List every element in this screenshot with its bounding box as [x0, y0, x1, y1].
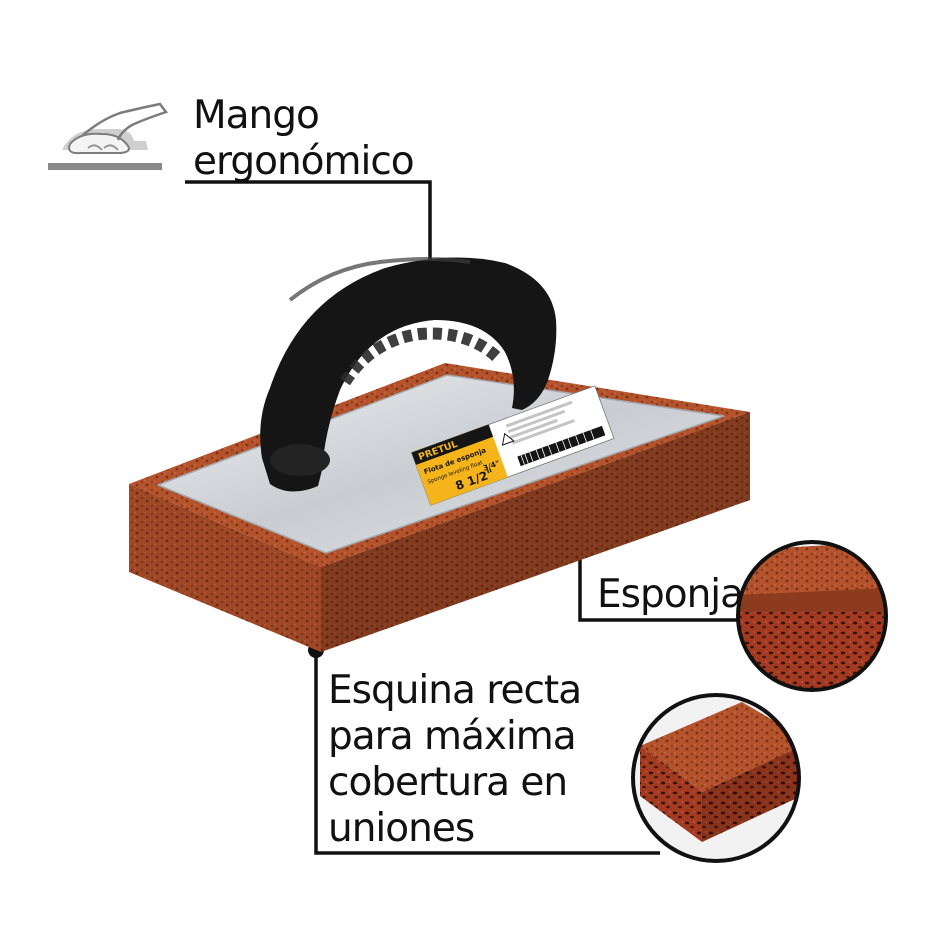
callout-handle-line-2: ergonómico [193, 139, 415, 184]
sponge-float-product: PRETUL Flota de esponja Sponge leveling … [129, 257, 750, 652]
ergonomic-handle [260, 257, 557, 492]
callout-handle: Mango ergonómico [193, 93, 415, 185]
callout-corner-line-2: para máxima [328, 714, 577, 759]
hand-grip-icon [48, 102, 169, 170]
callout-sponge-line-1: Esponja [597, 572, 744, 617]
leader-sponge [578, 548, 757, 622]
leader-handle [185, 180, 432, 270]
callout-sponge: Esponja [597, 572, 744, 618]
callout-handle-line-1: Mango [193, 93, 320, 138]
leader-corner [314, 650, 660, 855]
callout-corner-line-4: uniones [328, 806, 475, 851]
sponge-side [321, 412, 750, 652]
callout-corner: Esquina recta para máxima cobertura en u… [328, 668, 582, 852]
sponge-front [129, 484, 321, 652]
callout-corner-line-1: Esquina recta [328, 668, 582, 713]
corner-detail-circle [631, 693, 801, 863]
callout-corner-line-3: cobertura en [328, 760, 568, 805]
sponge-detail-circle [736, 540, 888, 692]
product-label: PRETUL Flota de esponja Sponge leveling … [411, 385, 615, 506]
leader-lines [185, 180, 757, 855]
